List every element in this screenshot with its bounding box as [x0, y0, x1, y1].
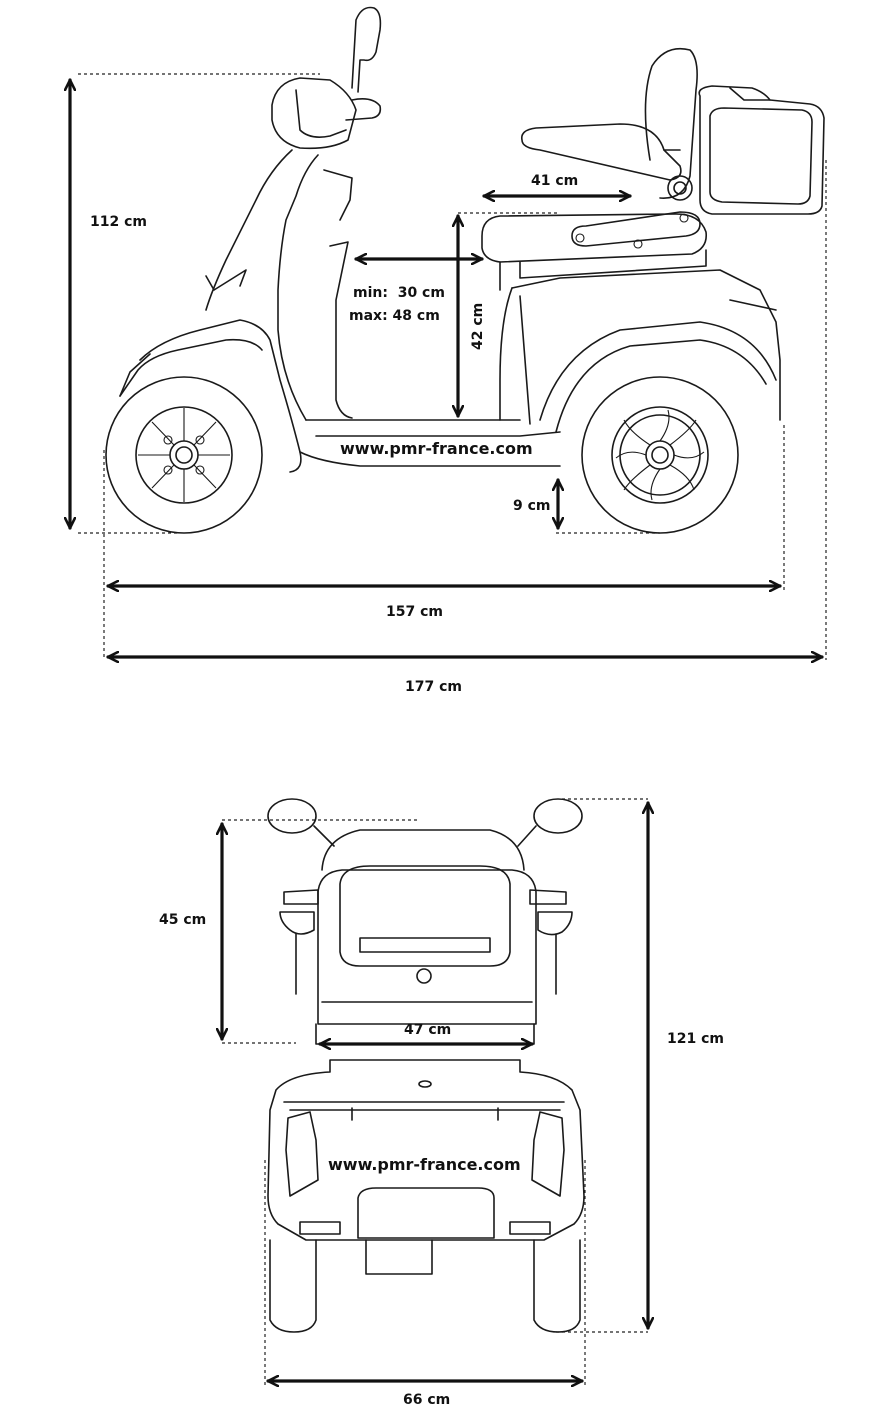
rear-seat-width-label: 47 cm	[404, 1022, 451, 1038]
side-rear-wheel	[581, 376, 739, 534]
side-seat-depth-max-label: max: 48 cm	[349, 308, 440, 324]
side-scooter-illustration	[119, 6, 825, 473]
rear-scooter-illustration	[267, 798, 585, 1333]
rear-seat-back-height-label: 45 cm	[159, 912, 206, 928]
side-armrest-width-label: 41 cm	[531, 173, 578, 189]
rear-website-label: www.pmr-france.com	[328, 1155, 521, 1174]
side-seat-height-label: 42 cm	[470, 303, 486, 350]
side-view: 112 cm 41 cm min: 30 cm max: 48 cm 42 cm…	[70, 6, 827, 695]
side-dimension-arrows	[70, 78, 824, 657]
rear-total-height-label: 121 cm	[667, 1031, 724, 1047]
side-extension-lines	[78, 73, 827, 660]
side-website-label: www.pmr-france.com	[340, 439, 533, 458]
side-ground-clearance-label: 9 cm	[513, 498, 551, 514]
rear-view: 45 cm 47 cm 121 cm www.pmr-france.com 66…	[159, 798, 724, 1408]
side-front-wheel	[105, 376, 263, 534]
rear-total-width-label: 66 cm	[403, 1392, 450, 1408]
side-wheelbase-length-label: 157 cm	[386, 604, 443, 620]
side-height-label: 112 cm	[90, 214, 147, 230]
side-total-length-label: 177 cm	[405, 679, 462, 695]
rear-dimension-arrows	[222, 801, 648, 1381]
side-seat-depth-min-label: min: 30 cm	[353, 285, 445, 301]
rear-extension-lines	[222, 798, 648, 1388]
